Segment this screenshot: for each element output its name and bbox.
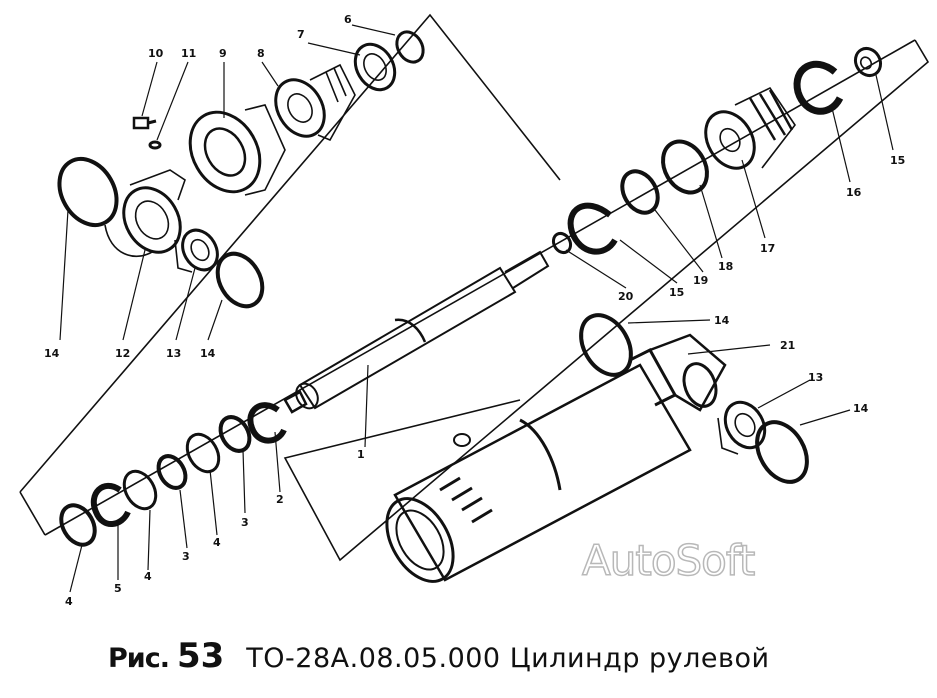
- label-part-5: 5: [114, 582, 122, 595]
- part-7-washer: [353, 42, 397, 92]
- part-6-ring: [395, 30, 425, 64]
- part-1-rod: [283, 250, 550, 414]
- part-14-snap-ring-upper: [57, 157, 119, 227]
- part-16-split-ring: [793, 60, 844, 115]
- leader-lines: [59, 24, 894, 593]
- label-part-17: 17: [760, 242, 775, 255]
- part-9-nut: [188, 104, 286, 196]
- label-part-1: 1: [357, 448, 365, 461]
- part-17-piston: [704, 86, 796, 170]
- part-14-snap-ring-body: [579, 313, 633, 377]
- label-part-10: 10: [148, 47, 164, 60]
- figure-caption: Рис.53 ТО-28А.08.05.000 Цилиндр рулевой: [108, 636, 770, 676]
- part-4-ring-c: [59, 503, 97, 547]
- part-19-ring: [620, 169, 660, 215]
- label-part-3a: 3: [241, 516, 249, 529]
- part-3-ring-a: [218, 415, 252, 453]
- label-part-20: 20: [618, 290, 634, 303]
- label-part-4c: 4: [65, 595, 73, 608]
- caption-number: 53: [176, 636, 225, 676]
- label-part-4a: 4: [213, 536, 221, 549]
- label-part-15b: 15: [890, 154, 905, 167]
- label-part-14b: 14: [200, 347, 216, 360]
- label-part-9: 9: [219, 47, 227, 60]
- label-part-21: 21: [780, 339, 795, 352]
- part-5-split-ring: [90, 482, 131, 527]
- part-labels: 1 2 3 3 4 4 4 5 6 7 8 9 10 11 12 13 13 1…: [44, 13, 905, 608]
- label-part-15a: 15: [669, 286, 684, 299]
- assembly-frame-lines: [19, 13, 930, 562]
- label-part-7: 7: [297, 28, 305, 41]
- label-part-14a: 14: [44, 347, 60, 360]
- part-12-rod-eye: [104, 169, 186, 257]
- label-part-13b: 13: [808, 371, 823, 384]
- label-part-4b: 4: [144, 570, 152, 583]
- part-4-ring-b: [122, 469, 158, 511]
- cylinder-body: [385, 333, 727, 583]
- part-15-split-ring-middle: [567, 202, 618, 255]
- part-3-ring-b: [156, 454, 188, 490]
- label-part-18: 18: [718, 260, 733, 273]
- part-10-bolt: [132, 116, 157, 130]
- label-part-16: 16: [846, 186, 862, 199]
- label-part-11: 11: [181, 47, 196, 60]
- part-14-snap-ring-lower: [755, 420, 809, 484]
- part-15-nut: [853, 46, 883, 78]
- caption-title: ТО-28А.08.05.000 Цилиндр рулевой: [246, 643, 770, 674]
- label-part-14c: 14: [714, 314, 730, 327]
- part-4-ring-a: [185, 432, 221, 474]
- label-part-6: 6: [344, 13, 352, 26]
- label-part-3b: 3: [182, 550, 190, 563]
- label-part-12: 12: [115, 347, 130, 360]
- part-20-ring: [551, 231, 573, 255]
- part-11-washer: [148, 140, 162, 150]
- part-18-ring: [661, 139, 709, 195]
- label-part-14d: 14: [853, 402, 869, 415]
- part-2-split-ring: [247, 402, 287, 444]
- label-part-2: 2: [276, 493, 284, 506]
- label-part-19: 19: [693, 274, 708, 287]
- watermark: AutoSoft: [581, 535, 756, 586]
- part-13-bearing-upper: [174, 228, 219, 273]
- part-14-snap-ring-middle: [215, 251, 265, 309]
- part-8-piston: [274, 63, 356, 142]
- label-part-13a: 13: [166, 347, 181, 360]
- caption-prefix: Рис.: [108, 643, 170, 674]
- label-part-8: 8: [257, 47, 265, 60]
